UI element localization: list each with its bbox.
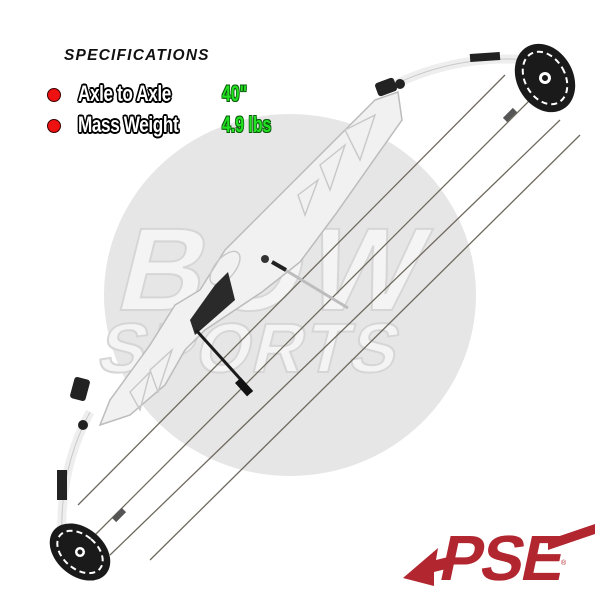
- arrow-shaft: [548, 524, 595, 550]
- brand-name: PSE: [434, 522, 571, 590]
- bow-grip: [190, 272, 235, 335]
- bow-riser: [98, 90, 403, 427]
- arrow-head-icon: [403, 548, 452, 586]
- registered-mark: ®: [561, 560, 567, 567]
- limb-dampener: [469, 51, 501, 63]
- upper-cam: [514, 43, 576, 113]
- lower-limb-pocket: [70, 376, 90, 430]
- spec-row-mass-weight: Mass Weight 4.9 lbs: [46, 112, 306, 141]
- spec-label: Mass Weight: [78, 112, 179, 137]
- bow-strings: [77, 74, 581, 561]
- pse-brand-logo: PSE: [403, 522, 595, 590]
- spec-value: 4.9 lbs: [222, 112, 272, 137]
- upper-limb-pocket: [375, 77, 405, 97]
- lower-cam: [49, 523, 111, 581]
- logo-badge: [261, 255, 269, 263]
- cable-slides: [111, 107, 518, 523]
- bullet-dot-icon: [47, 88, 61, 102]
- spec-value: 40": [222, 81, 248, 106]
- spec-row-axle-to-axle: Axle to Axle 40": [46, 81, 306, 110]
- specifications-title: SPECIFICATIONS: [64, 47, 210, 64]
- lower-limb-dampener: [57, 470, 67, 500]
- spec-label: Axle to Axle: [78, 81, 171, 106]
- specifications-panel: SPECIFICATIONS Axle to Axle 40" Mass Wei…: [0, 0, 320, 150]
- bullet-dot-icon: [47, 119, 61, 133]
